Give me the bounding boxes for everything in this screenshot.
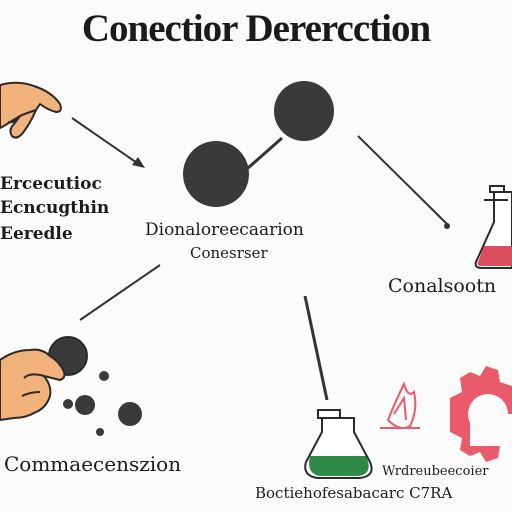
arrowhead-icon [132,157,145,168]
bottom-right-label-1: Wrdreubeecoier [382,464,489,479]
connector-center-to-hand [79,264,161,321]
left-top-label-2: Ecncugthin [0,198,110,218]
hand-icon-bottom [0,336,88,421]
bottom-left-label: Commaecenszion [4,452,182,476]
hand-icon-top [0,81,62,139]
gear-icon [450,366,512,462]
connector-node-to-flask [357,135,448,225]
center-label-2: Conesrser [190,244,268,262]
connector-center-to-flask [303,295,329,401]
particle-dot [75,395,95,415]
left-top-label-1: Ercecutioc [0,174,102,194]
particle-dot [118,402,142,426]
molecule-node-right [274,81,334,141]
particle-dot [96,428,104,436]
particle-dot [63,399,73,409]
connector-node-to-node [247,136,283,170]
connector-hand-to-node [71,117,141,166]
center-label-1: Dionaloreecaarion [145,220,304,240]
connector-end-dot [444,223,450,229]
bottom-right-label-2: Boctiehofesabacarc C7RA [255,484,453,502]
flask-icon-red [474,185,512,269]
right-middle-label: Conalsootn [388,275,497,297]
particle-dot [99,371,109,381]
diagram-title: Conectior Derercction [81,7,431,50]
left-top-label-3: Eeredle [0,224,73,244]
fire-icon [380,381,420,429]
flask-icon-green [304,409,373,479]
molecule-node-left [183,141,249,207]
